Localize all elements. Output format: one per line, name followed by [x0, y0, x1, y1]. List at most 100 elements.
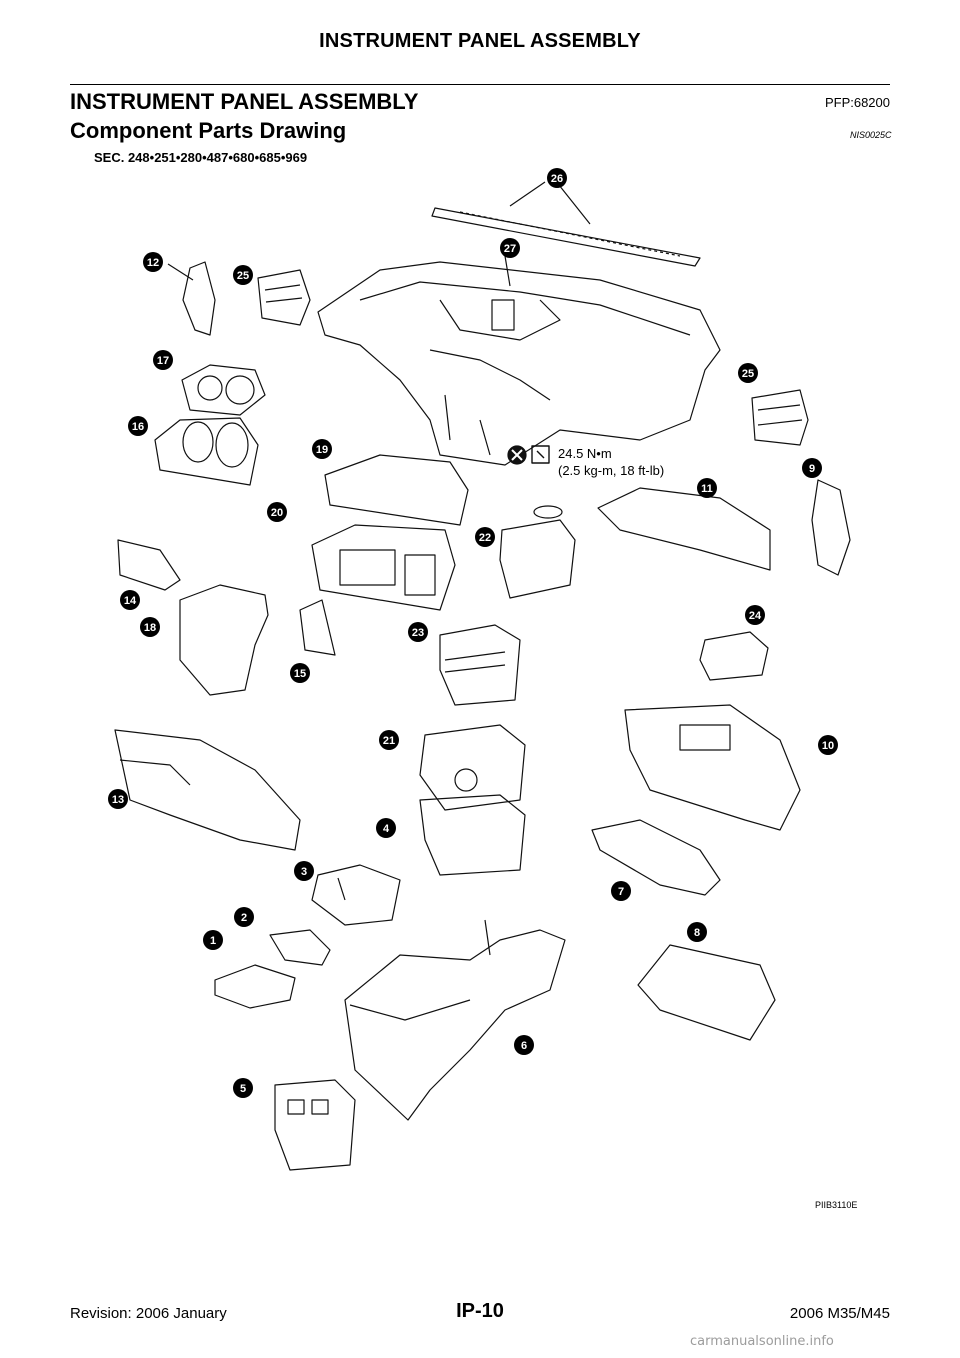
callout-badge — [108, 789, 128, 809]
part-12-switch-panel — [167, 261, 216, 336]
exploded-parts-diagram: 24.5 N•m (2.5 kg-m, 18 ft-lb) 2627122517… — [108, 168, 851, 1171]
component-code: NIS0025C — [850, 130, 892, 140]
section-header: INSTRUMENT PANEL ASSEMBLY PFP:68200 — [70, 84, 890, 115]
callout-badge — [376, 818, 396, 838]
part-10-glove-box-frame — [624, 704, 801, 831]
part-9-side-finisher — [811, 479, 851, 576]
callout-badge — [547, 168, 567, 188]
callout-number: 5 — [240, 1083, 246, 1095]
footer-revision: Revision: 2006 January — [70, 1305, 227, 1322]
part-2-ashtray — [269, 929, 331, 966]
part-15-knee-trim — [299, 599, 336, 656]
part-19-cluster-finisher — [324, 454, 469, 526]
part-25-side-vent-left — [257, 269, 311, 326]
callout-number: 22 — [479, 532, 491, 544]
callout-badge — [611, 881, 631, 901]
part-8-glove-box-lid — [637, 944, 776, 1041]
callout-badge — [233, 1078, 253, 1098]
callout-number: 19 — [316, 444, 328, 456]
callout-badge — [153, 350, 173, 370]
part-13-driver-lower-panel — [114, 729, 301, 851]
callout-badge — [738, 363, 758, 383]
callout-number: 17 — [157, 355, 169, 367]
torque-value-alt: (2.5 kg-m, 18 ft-lb) — [558, 463, 664, 478]
part-instrument-panel — [317, 255, 721, 466]
part-22-display-unit — [499, 505, 576, 599]
callout-badge — [267, 502, 287, 522]
part-24-cd-changer — [699, 631, 769, 681]
callout-badge — [140, 617, 160, 637]
part-16-cluster-lid — [154, 417, 259, 486]
callout-number: 25 — [237, 270, 249, 282]
callout-number: 7 — [618, 886, 624, 898]
callout-badge — [745, 605, 765, 625]
callout-number: 20 — [271, 507, 283, 519]
part-6-center-console — [344, 919, 566, 1121]
callout-badge — [802, 458, 822, 478]
torque-wrench-icon — [507, 445, 550, 465]
figure-id: PIIB3110E — [815, 1200, 858, 1210]
component-title: Component Parts Drawing — [70, 118, 347, 143]
callout-badge — [475, 527, 495, 547]
callout-badge — [514, 1035, 534, 1055]
callout-number: 1 — [210, 935, 216, 947]
callout-number: 15 — [294, 668, 306, 680]
callout-number: 27 — [504, 243, 516, 255]
torque-spec: 24.5 N•m (2.5 kg-m, 18 ft-lb) — [507, 445, 664, 478]
callout-number: 6 — [521, 1040, 527, 1052]
callout-number: 23 — [412, 627, 424, 639]
part-23-audio-unit — [439, 624, 521, 706]
callout-number: 25 — [742, 368, 754, 380]
callout-number: 13 — [112, 794, 124, 806]
part-14-lower-cover — [117, 539, 181, 591]
callout-badge — [120, 590, 140, 610]
sec-numbers: SEC. 248•251•280•487•680•685•969 — [94, 150, 308, 165]
callout-badge — [312, 439, 332, 459]
callout-number: 26 — [551, 173, 563, 185]
callout-badge — [128, 416, 148, 436]
callout-number: 14 — [124, 595, 137, 607]
callout-badge — [379, 730, 399, 750]
callout-number: 12 — [147, 257, 159, 269]
callout-number: 9 — [809, 463, 815, 475]
part-25-side-vent-right — [751, 389, 809, 446]
callout-badge — [203, 930, 223, 950]
callout-number: 24 — [749, 610, 762, 622]
callout-badge — [290, 663, 310, 683]
callout-badge — [234, 907, 254, 927]
callout-badge — [687, 922, 707, 942]
part-5-rear-vent — [274, 1079, 356, 1171]
footer-page-number: IP-10 — [456, 1300, 504, 1322]
callout-badge — [294, 861, 314, 881]
part-20-center-ornament — [311, 524, 456, 611]
callout-number: 4 — [383, 823, 390, 835]
callout-badge — [233, 265, 253, 285]
callout-badge — [697, 478, 717, 498]
callout-number: 3 — [301, 866, 307, 878]
part-11-panel-finisher — [597, 487, 771, 571]
callout-badge — [818, 735, 838, 755]
torque-value: 24.5 N•m — [558, 446, 612, 461]
part-17-combination-meter — [181, 364, 266, 416]
callout-badge — [500, 238, 520, 258]
part-18-steering-column-cover — [179, 584, 269, 696]
callout-number: 18 — [144, 622, 156, 634]
callout-badge — [408, 622, 428, 642]
callout-number: 21 — [383, 735, 395, 747]
section-title: INSTRUMENT PANEL ASSEMBLY — [70, 89, 419, 114]
callout-number: 2 — [241, 912, 247, 924]
part-1-cup-holder — [214, 964, 296, 1009]
callout-badge — [143, 252, 163, 272]
footer-model: 2006 M35/M45 — [789, 1305, 890, 1322]
part-21-ac-control — [419, 724, 526, 811]
part-3-shift-finisher — [311, 864, 401, 926]
part-number: PFP:68200 — [824, 95, 890, 110]
part-7-glove-box — [591, 819, 721, 896]
callout-number: 8 — [694, 927, 700, 939]
callout-number: 16 — [132, 421, 144, 433]
part-4-center-cluster — [419, 794, 526, 876]
page-header-title: INSTRUMENT PANEL ASSEMBLY — [319, 30, 641, 52]
callout-number: 11 — [701, 483, 713, 495]
part-defroster-grille — [431, 179, 701, 267]
watermark-logo: carmanualsonline.info — [690, 1334, 834, 1349]
